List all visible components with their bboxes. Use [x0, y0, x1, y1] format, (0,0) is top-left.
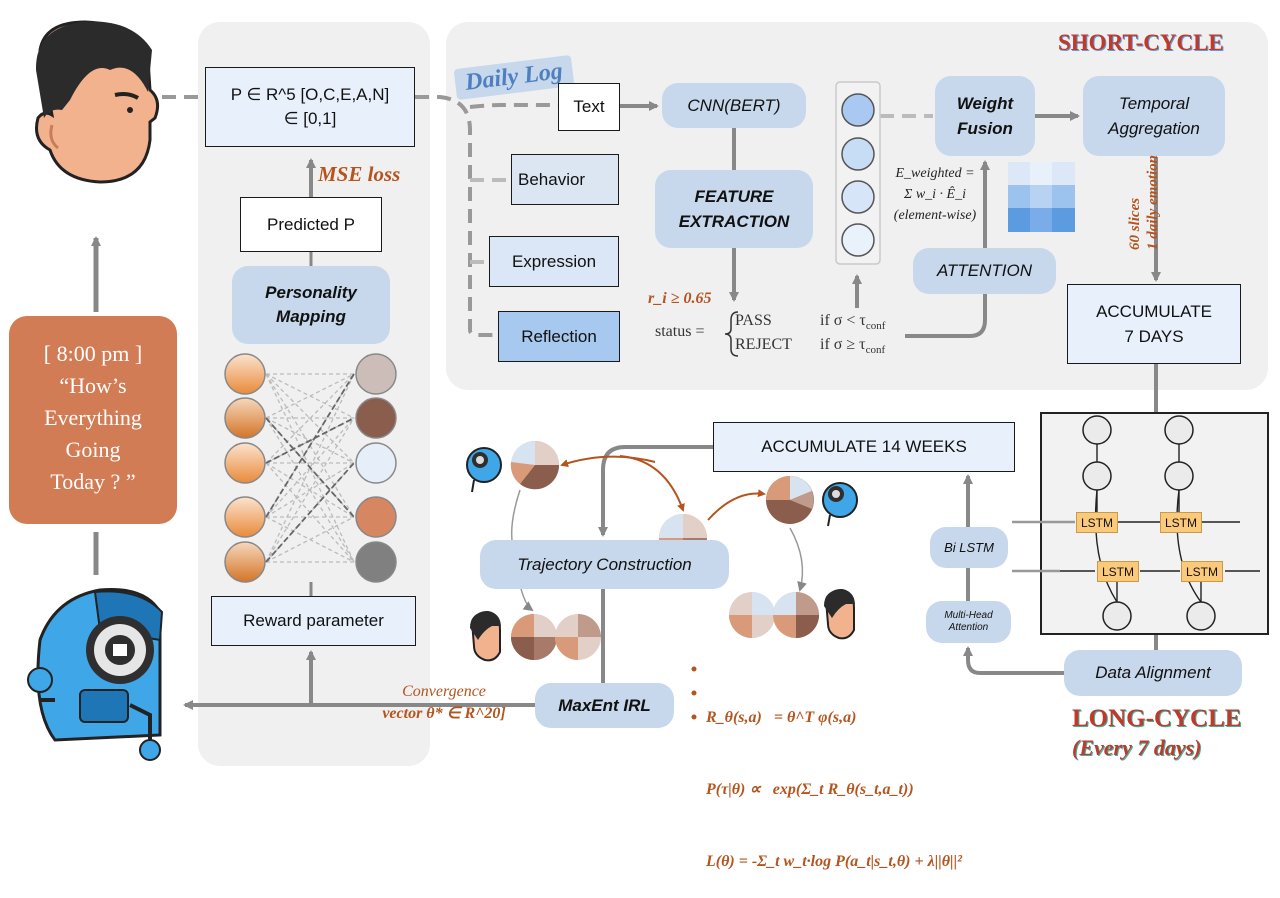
status-pass-condition: if σ < τconf — [820, 312, 885, 332]
emotion-pie-1 — [510, 440, 560, 490]
personality-mapping-pill: Personality Mapping — [232, 266, 390, 344]
bi-lstm-pill: Bi LSTM — [930, 527, 1008, 568]
human-small-icon — [824, 588, 855, 640]
status-word: status = — [655, 323, 705, 340]
human-head-icon — [35, 20, 160, 184]
status-pass: PASS — [735, 312, 772, 329]
accumulate-7-days-box: ACCUMULATE 7 DAYS — [1067, 284, 1241, 364]
personality-mapping-line: Personality — [265, 283, 357, 302]
fusion-formula-line: E_weighted = — [895, 166, 975, 181]
maxent-irl-pill: MaxEnt IRL — [535, 683, 674, 728]
predicted-p-box: Predicted P — [240, 197, 382, 252]
attention-pill: ATTENTION — [913, 248, 1056, 294]
convergence-text: Convergence — [402, 683, 486, 700]
prompt-time: [ 8:00 pm ] — [43, 341, 143, 366]
fusion-formula-line: (element-wise) — [893, 208, 977, 223]
weight-heatmap — [1008, 162, 1075, 232]
reward-equation: R_θ(s,a) = θ^T φ(s,a) — [706, 709, 857, 726]
personality-range-label: ∈ [0,1] — [283, 109, 337, 128]
input-text-box: Text — [558, 83, 620, 131]
status-equation: status = PASS REJECT if σ < τconf if σ ≥… — [655, 312, 910, 360]
robot-small-icon — [822, 482, 858, 527]
conf-subscript: conf — [865, 320, 886, 333]
robot-small-icon — [466, 447, 502, 493]
accumulate-7-line: 7 DAYS — [1124, 327, 1184, 346]
slices-count: 60 slices — [1127, 197, 1143, 250]
conf-subscript: conf — [865, 344, 886, 357]
irl-equations: R_θ(s,a) = θ^T φ(s,a) P(τ|θ) ∝ exp(Σ_t R… — [706, 658, 962, 898]
evening-prompt-card: [ 8:00 pm ] “How’s Everything Going Toda… — [9, 316, 177, 524]
emotion-pie-5 — [555, 614, 601, 660]
personality-network — [224, 353, 397, 583]
weight-fusion-line: Fusion — [957, 119, 1013, 138]
feature-extraction-pill: FEATURE EXTRACTION — [655, 170, 813, 248]
daily-emotion-label: 1 daily emotion — [1145, 155, 1161, 250]
feature-extraction-line: EXTRACTION — [678, 212, 790, 231]
long-cycle-title: LONG-CYCLE — [1072, 705, 1242, 732]
personality-vector-label: P ∈ R^5 [O,C,E,A,N] — [230, 85, 390, 104]
mha-line: Multi-Head — [944, 610, 993, 621]
input-reflection-box: Reflection — [498, 311, 620, 362]
emotion-pie-6 — [729, 592, 775, 638]
weight-fusion-line: Weight — [956, 94, 1014, 113]
loss-equation: L(θ) = -Σ_t w_t·log P(a_t|s_t,θ) + λ||θ|… — [706, 853, 962, 870]
weight-fusion-pill: Weight Fusion — [935, 76, 1035, 156]
input-expression-box: Expression — [489, 236, 619, 287]
convergence-label: Convergence vector θ* ∈ R^20] — [356, 681, 532, 725]
status-reject-condition: if σ ≥ τconf — [820, 336, 885, 356]
accumulate-14-weeks-box: ACCUMULATE 14 WEEKS — [713, 422, 1015, 472]
slices-label: 60 slices 1 daily emotion — [1126, 155, 1162, 250]
temporal-aggregation-pill: Temporal Aggregation — [1083, 76, 1225, 156]
mha-line: Attention — [948, 622, 989, 633]
threshold-label: r_i ≥ 0.65 — [648, 290, 712, 307]
fusion-formula: E_weighted = Σ w_i · Ê_i (element-wise) — [880, 163, 990, 226]
prompt-line: “How’s — [59, 373, 127, 398]
accumulate-7-line: ACCUMULATE — [1096, 302, 1212, 321]
personality-mapping-line: Mapping — [276, 307, 346, 326]
input-behavior-box: Behavior — [511, 154, 619, 205]
emotion-pie-4 — [511, 614, 557, 660]
lstm-cell: LSTM — [1160, 512, 1202, 533]
reward-parameter-box: Reward parameter — [211, 596, 416, 646]
personality-vector-box: P ∈ R^5 [O,C,E,A,N] ∈ [0,1] — [205, 67, 415, 147]
prompt-line: Everything — [44, 405, 142, 430]
robot-head-icon — [27, 587, 164, 761]
short-cycle-title: SHORT-CYCLE — [1058, 30, 1224, 55]
lstm-cell: LSTM — [1181, 561, 1223, 582]
theta-vector-text: vector θ* ∈ R^20] — [382, 705, 506, 722]
temporal-aggregation-line: Aggregation — [1108, 119, 1200, 138]
status-pass-condition-text: if σ < τ — [820, 312, 866, 329]
status-reject: REJECT — [735, 336, 792, 353]
trajectory-construction-pill: Trajectory Construction — [480, 540, 729, 589]
lstm-cell: LSTM — [1076, 512, 1118, 533]
multi-head-attention-pill: Multi-Head Attention — [926, 601, 1011, 643]
prompt-line: Going — [65, 437, 121, 462]
mse-loss-label: MSE loss — [318, 162, 401, 186]
cnn-bert-pill: CNN(BERT) — [662, 83, 806, 128]
lstm-cell: LSTM — [1097, 561, 1139, 582]
trajectory-probability-equation: P(τ|θ) ∝ exp(Σ_t R_θ(s_t,a_t)) — [706, 781, 914, 798]
fusion-formula-line: Σ w_i · Ê_i — [904, 187, 966, 202]
data-alignment-pill: Data Alignment — [1064, 650, 1242, 696]
feature-extraction-line: FEATURE — [694, 187, 774, 206]
prompt-line: Today ? ” — [50, 469, 136, 494]
long-cycle-subtitle: (Every 7 days) — [1072, 735, 1202, 760]
emotion-pie-3 — [766, 476, 814, 524]
status-reject-condition-text: if σ ≥ τ — [820, 336, 866, 353]
human-small-icon — [470, 610, 501, 662]
emotion-pie-7 — [773, 592, 819, 638]
temporal-aggregation-line: Temporal — [1118, 94, 1190, 113]
